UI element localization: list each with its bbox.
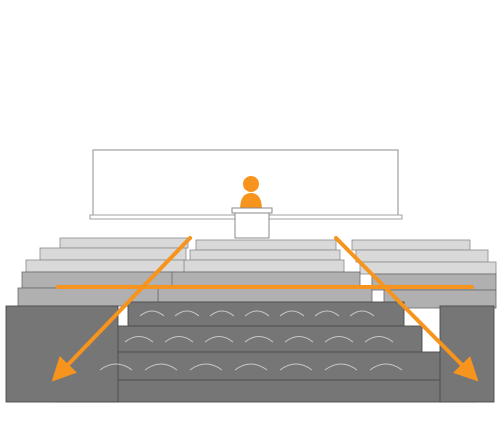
speaker-person-icon xyxy=(240,176,262,210)
sight-lines xyxy=(51,236,479,382)
lecture-podium xyxy=(231,207,273,239)
right-arrow-icon xyxy=(334,236,479,382)
seating-near-rows xyxy=(5,301,495,403)
seat-backs xyxy=(99,310,403,371)
seating-far-rows xyxy=(25,237,497,275)
left-arrow-icon xyxy=(51,236,192,382)
seating-mid-rows xyxy=(17,271,497,309)
